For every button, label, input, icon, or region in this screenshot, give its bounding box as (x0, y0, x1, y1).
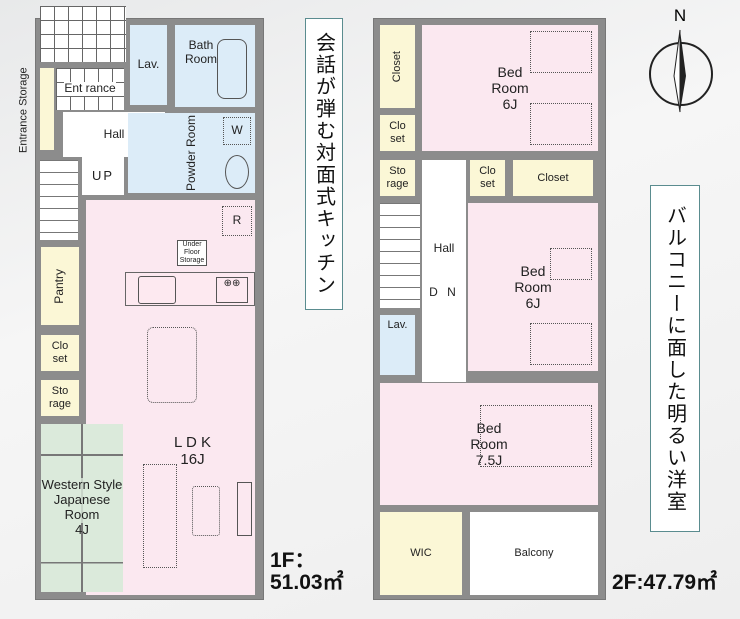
sofa (143, 464, 177, 568)
washer-label: W (231, 123, 243, 138)
japanese-room-size: 4J (75, 521, 89, 537)
powder-label: Powder Room (183, 114, 198, 192)
storage-label: Sto rage (48, 385, 72, 410)
stairs-1f (40, 160, 78, 240)
bath-room: Bath Room (175, 25, 255, 107)
coffee-table (192, 486, 220, 536)
floor-2-area: 2F:47.79㎡ (612, 571, 718, 594)
powder-room: Powder Room W (128, 113, 255, 193)
closet-2f-a: Clo set (380, 115, 415, 151)
hall-2f-label: Hall (433, 241, 455, 256)
entrance-label: Ent rance (64, 81, 116, 96)
stove-icon: ⊕⊕ (216, 277, 248, 303)
kitchen-callout-text: 会話が弾む対面式キッチン (312, 32, 335, 296)
entrance: Ent rance (56, 68, 124, 110)
closet-b-label: Clo set (479, 165, 496, 190)
wic-label: WIC (410, 547, 432, 560)
compass: N (640, 6, 720, 116)
up-area: UP (82, 157, 124, 195)
storage-2f-label: Sto rage (386, 165, 409, 190)
washer-icon: W (223, 117, 251, 145)
kitchen-callout: 会話が弾む対面式キッチン (305, 18, 343, 310)
lavatory-1f: Lav. (130, 25, 167, 105)
closet-label: Clo set (51, 340, 69, 365)
hall-2f: Hall D N (422, 160, 466, 382)
pantry: Pantry (41, 247, 79, 325)
bedroom-3-label: Bed Room (470, 419, 508, 452)
floor-1-area: 1F：51.03㎡ (270, 549, 344, 595)
storage-1f: Sto rage (41, 380, 79, 416)
compass-north-label: N (673, 6, 687, 25)
bedroom-1-label: Bed Room (491, 63, 529, 96)
entrance-storage (40, 68, 54, 150)
bedroom-callout: バルコニーに面した明るい洋室 (650, 185, 700, 532)
floor-1-label: 1F： (270, 549, 316, 572)
ldk-label: L D K (174, 434, 211, 451)
closet-a-label: Clo set (389, 120, 406, 145)
entrance-porch (40, 6, 126, 62)
ldk-size: 16J (180, 451, 205, 469)
kitchen-counter: ⊕⊕ (125, 272, 255, 306)
bathtub-icon (217, 39, 247, 99)
closet-c-label: Closet (537, 171, 569, 184)
underfloor-label: Under Floor Storage (179, 240, 205, 265)
dining-table (147, 327, 197, 403)
sink-icon (225, 155, 249, 189)
floor-2-area-value: 2F:47.79㎡ (612, 571, 718, 594)
kitchen-sink-icon (138, 276, 176, 304)
bed-icon (530, 31, 592, 73)
closet-tall: Closet (380, 25, 415, 108)
bed-icon (530, 323, 592, 365)
bath-label: Bath Room (184, 38, 217, 66)
storage-2f: Sto rage (380, 160, 415, 196)
lav-2f-label: Lav. (387, 319, 408, 331)
closet-tall-label: Closet (391, 50, 404, 83)
lavatory-2f: Lav. (380, 315, 415, 375)
japanese-room-label: Western Style Japanese Room (41, 477, 123, 523)
bed-icon (480, 405, 592, 467)
bed-icon (550, 248, 592, 280)
closet-2f-c: Closet (513, 160, 593, 196)
balcony-label: Balcony (514, 547, 554, 560)
hall-label: Hall (103, 126, 125, 141)
walk-in-closet: WIC (380, 512, 462, 595)
fridge-label: R (232, 213, 242, 228)
bedroom-3-size: 7.5J (475, 452, 503, 469)
bed-icon (530, 103, 592, 145)
closet-2f-b: Clo set (470, 160, 505, 196)
floor-1-area-value: 51.03㎡ (270, 571, 344, 595)
bedroom-1-size: 6J (502, 96, 518, 113)
entrance-storage-label: Entrance Storage (17, 67, 30, 153)
up-label: UP (91, 167, 115, 183)
lav-label: Lav. (137, 57, 160, 72)
bedroom-callout-text: バルコニーに面した明るい洋室 (663, 204, 686, 513)
dn-label: D N (429, 285, 459, 299)
closet-1f: Clo set (41, 335, 79, 371)
bedroom-2-label: Bed Room (514, 262, 552, 295)
underfloor-storage: Under Floor Storage (177, 240, 207, 266)
stairs-2f (380, 203, 420, 308)
balcony: Balcony (470, 512, 598, 595)
pantry-label: Pantry (52, 268, 67, 304)
compass-needle-icon (673, 29, 686, 113)
bedroom-2-size: 6J (525, 295, 541, 312)
tv-stand (237, 482, 252, 536)
fridge-space: R (222, 206, 252, 236)
